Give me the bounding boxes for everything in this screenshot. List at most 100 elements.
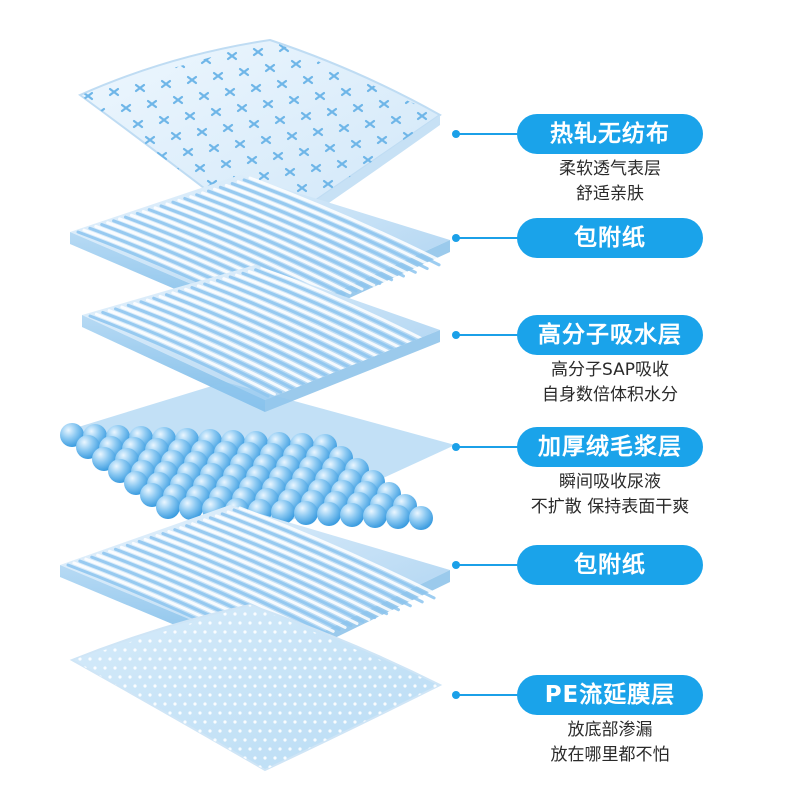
- film-pore: [218, 621, 222, 625]
- film-pore: [273, 666, 277, 670]
- film-pore: [428, 621, 432, 625]
- film-pore: [413, 630, 417, 634]
- perforation-mark: [110, 51, 122, 61]
- film-pore: [448, 603, 451, 606]
- film-pore: [413, 684, 417, 688]
- film-pore: [273, 756, 277, 760]
- film-pore: [418, 747, 422, 751]
- perforation-mark: [330, 40, 342, 45]
- film-pore: [323, 774, 326, 777]
- film-pore: [158, 729, 162, 733]
- perforation-mark: [436, 21, 444, 27]
- film-pore: [263, 702, 267, 706]
- film-pore: [118, 729, 122, 733]
- film-pore: [403, 720, 407, 724]
- fiber-ridge: [241, 271, 423, 355]
- fluff-bead: [156, 495, 180, 519]
- film-pore: [448, 639, 451, 642]
- film-pore: [368, 657, 372, 661]
- film-pore: [233, 756, 237, 760]
- film-pore: [78, 621, 82, 625]
- film-pore: [428, 605, 432, 607]
- film-pore: [198, 693, 202, 697]
- film-pore: [358, 639, 362, 643]
- film-pore: [433, 720, 437, 724]
- film-pore: [428, 747, 432, 751]
- film-pore: [188, 711, 192, 715]
- film-pore: [458, 657, 461, 660]
- film-pore: [203, 756, 207, 760]
- film-pore: [408, 621, 412, 625]
- film-pore: [378, 729, 382, 733]
- film-pore: [143, 684, 147, 688]
- film-pore: [133, 666, 137, 670]
- callout-polymer: 高分子吸水层 高分子SAP吸收 自身数倍体积水分: [452, 313, 800, 413]
- film-pore: [433, 738, 437, 742]
- desc-line: 舒适亲肤: [576, 184, 644, 204]
- film-pore: [88, 605, 92, 607]
- film-pore: [368, 675, 372, 679]
- fluff-bead: [340, 503, 364, 527]
- film-pore: [333, 702, 337, 706]
- film-pore: [373, 702, 377, 706]
- film-pore: [408, 765, 412, 769]
- film-pore: [178, 765, 182, 769]
- fiber-ridge: [196, 520, 400, 612]
- film-pore: [118, 693, 122, 697]
- film-pore: [293, 666, 297, 670]
- film-pore: [358, 675, 362, 679]
- fiber-ridge: [149, 535, 353, 627]
- film-pore: [173, 702, 177, 706]
- label-desc: 放底部渗漏 放在哪里都不怕: [517, 718, 703, 768]
- film-pore: [368, 639, 372, 643]
- film-pore: [413, 666, 417, 670]
- film-pore: [163, 756, 167, 760]
- film-pore: [353, 684, 357, 688]
- film-pore: [373, 720, 377, 724]
- film-pore: [433, 666, 437, 670]
- film-pore: [408, 657, 412, 661]
- film-pore: [368, 711, 372, 715]
- film-pore: [193, 684, 197, 688]
- perforation-mark: [166, 9, 174, 15]
- film-pore: [343, 774, 346, 777]
- film-pore: [428, 765, 432, 769]
- film-pore: [108, 693, 112, 697]
- film-pore: [428, 711, 432, 715]
- film-pore: [243, 774, 246, 777]
- fiber-ridge: [155, 534, 359, 626]
- film-pore: [418, 765, 422, 769]
- perforation-mark: [274, 115, 286, 125]
- film-pore: [353, 630, 357, 634]
- film-pore: [358, 693, 362, 697]
- film-pore: [268, 711, 272, 715]
- film-pore: [388, 747, 392, 751]
- film-pore: [198, 675, 202, 679]
- film-pore: [253, 720, 257, 724]
- fiber-ridge: [177, 198, 376, 287]
- film-pore: [143, 774, 146, 777]
- film-pore: [443, 756, 446, 759]
- film-pore: [123, 738, 127, 742]
- fluff-bead: [271, 500, 295, 524]
- film-pore: [353, 720, 357, 724]
- film-pore: [413, 774, 416, 777]
- film-pore: [198, 657, 202, 661]
- film-pore: [358, 765, 362, 769]
- film-pore: [148, 729, 152, 733]
- film-pore: [113, 630, 117, 634]
- film-pore: [303, 702, 307, 706]
- film-pore: [273, 648, 277, 652]
- film-pore: [173, 630, 177, 634]
- film-pore: [173, 648, 177, 652]
- film-pore: [348, 675, 352, 679]
- film-pore: [243, 630, 247, 634]
- label-desc: 柔软透气表层 舒适亲肤: [517, 157, 703, 207]
- film-pore: [183, 774, 186, 777]
- film-pore: [173, 738, 177, 742]
- film-pore: [208, 693, 212, 697]
- fiber-ridge: [126, 303, 308, 387]
- film-pore: [298, 657, 302, 661]
- film-pore: [253, 684, 257, 688]
- film-pore: [288, 639, 292, 643]
